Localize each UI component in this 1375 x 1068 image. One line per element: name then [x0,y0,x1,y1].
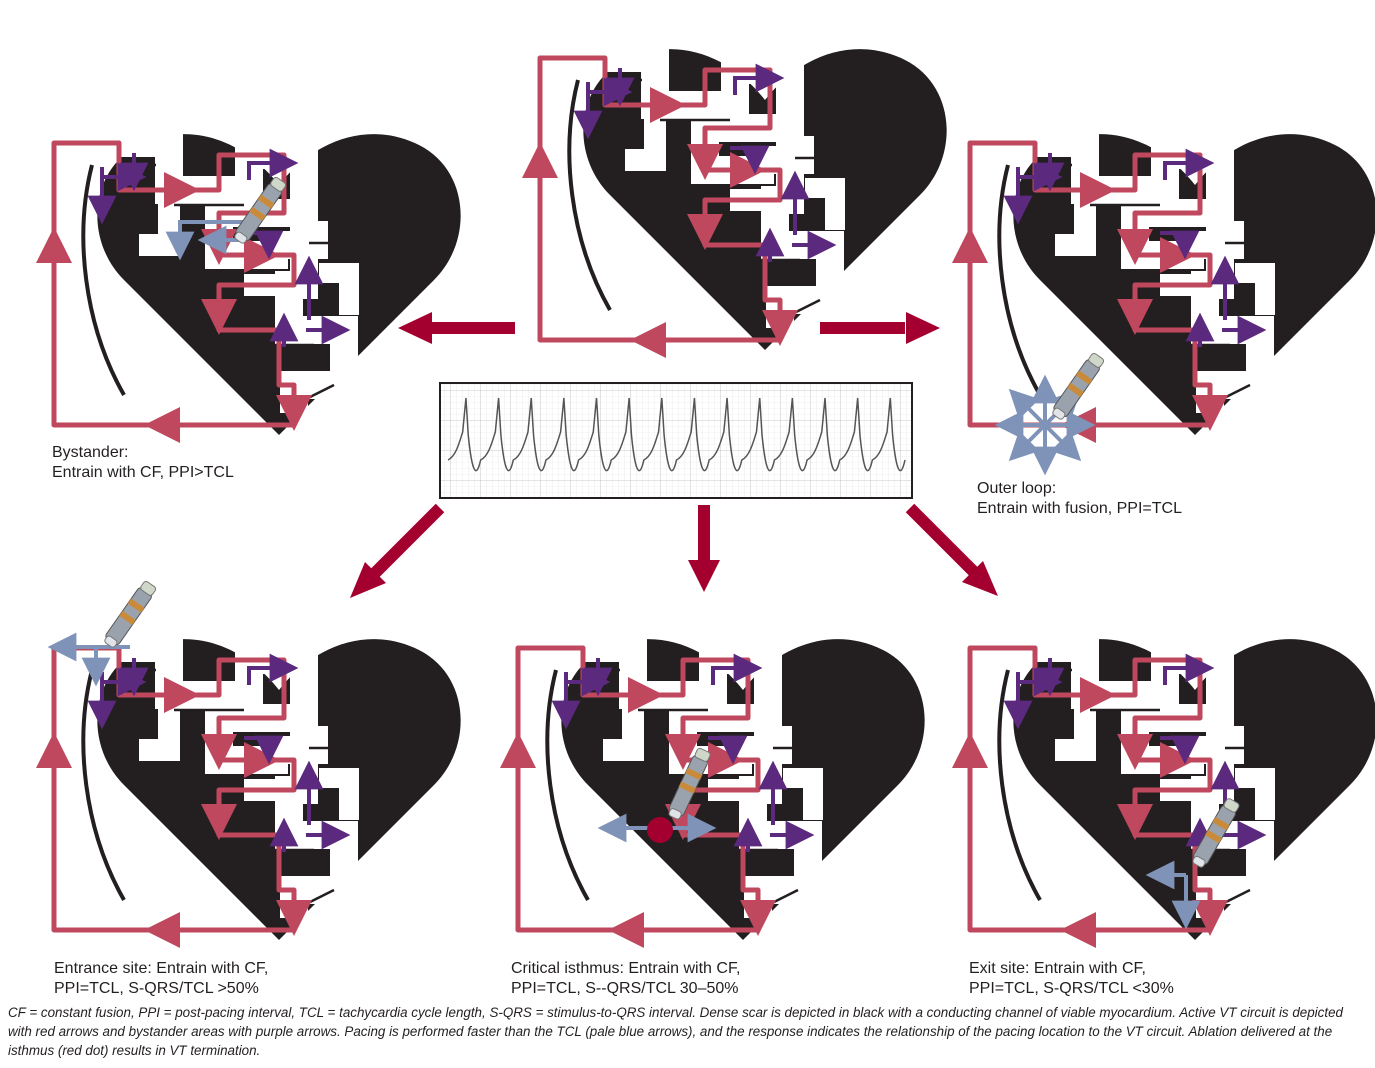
arrow-to-entrance [372,508,440,576]
figure-caption: CF = constant fusion, PPI = post-pacing … [8,1003,1368,1060]
heart-exit [970,639,1375,940]
heart-entrance [54,639,461,940]
heart-outer-loop [970,134,1375,435]
heart-isthmus [518,639,925,940]
catheter-icon [1050,352,1106,422]
label-outer-loop: Outer loop: Entrain with fusion, PPI=TCL [977,479,1182,519]
label-bystander: Bystander: Entrain with CF, PPI>TCL [52,443,234,483]
heart-bystander [54,134,461,435]
ablation-dot-icon [647,817,673,843]
label-critical-isthmus: Critical isthmus: Entrain with CF, PPI=T… [511,959,740,999]
label-entrance-site: Entrance site: Entrain with CF, PPI=TCL,… [54,959,268,999]
ecg-strip-icon [440,383,912,498]
label-exit-site: Exit site: Entrain with CF, PPI=TCL, S-Q… [969,959,1174,999]
heart-top-center [540,49,947,350]
arrow-to-exit [910,508,976,574]
